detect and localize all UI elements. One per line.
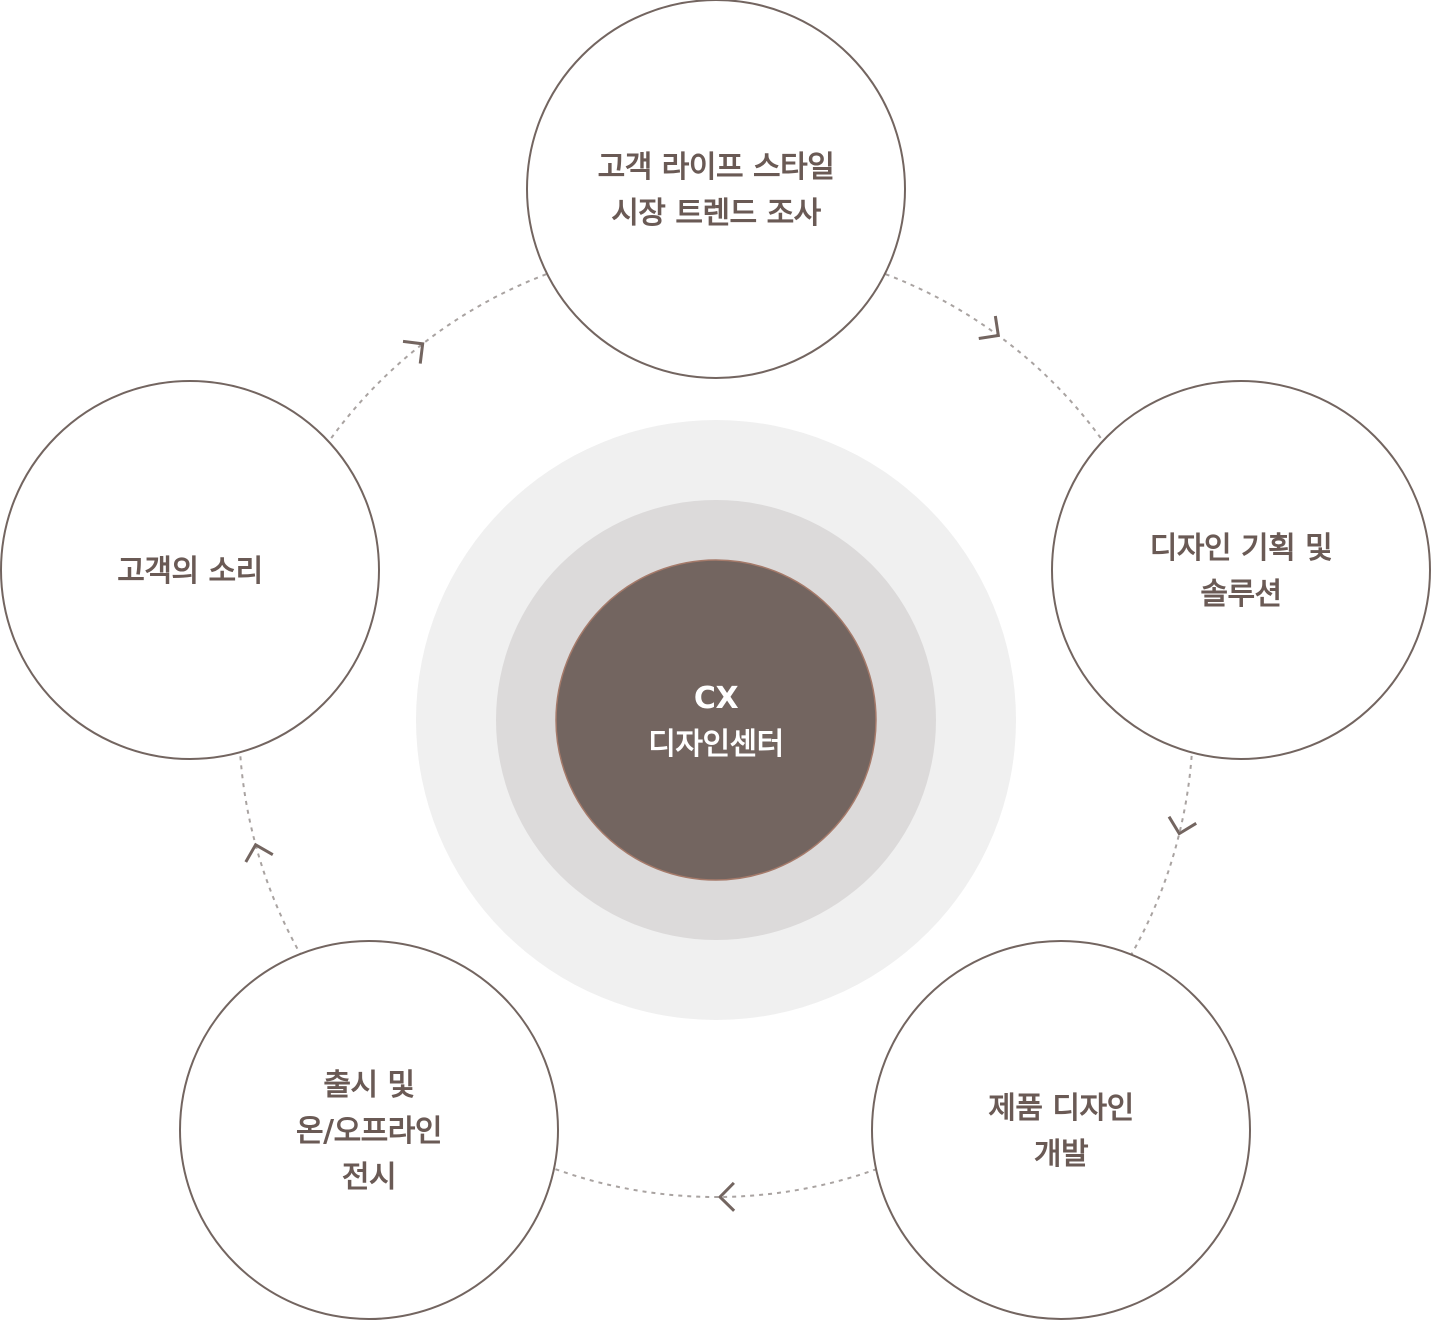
chevron-arrow-icon (244, 842, 274, 863)
stage-circle-voice (0, 380, 380, 760)
stage-label-development: 제품 디자인 개발 (988, 1091, 1134, 1172)
stage-circle-development (871, 940, 1251, 1320)
center-label: CX 디자인센터 (648, 681, 784, 762)
chevron-arrow-icon (978, 315, 1001, 341)
chevron-arrow-icon (717, 1181, 736, 1212)
chevron-arrow-icon (402, 339, 425, 364)
stage-circle-planning (1051, 380, 1431, 760)
stage-circle-research (526, 0, 906, 379)
stage-label-launch: 출시 및 온/오프라인 전시 (296, 1068, 442, 1195)
stage-label-planning: 디자인 기획 및 솔루션 (1149, 531, 1333, 612)
core-circle (555, 559, 877, 881)
chevron-arrow-icon (1167, 815, 1197, 836)
stage-circle-launch (179, 940, 559, 1320)
stage-label-voice: 고객의 소리 (117, 554, 263, 589)
stage-label-research: 고객 라이프 스타일 시장 트렌드 조사 (597, 150, 835, 231)
